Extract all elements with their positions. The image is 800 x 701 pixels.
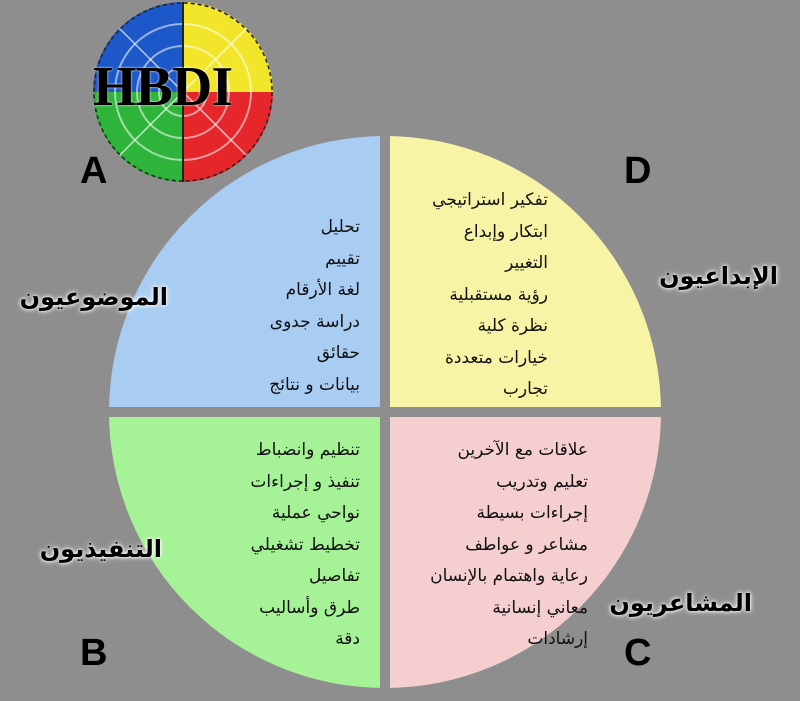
group-name-a: الموضوعيون	[19, 283, 168, 311]
quadrant-b-list: تنظيم وانضباط تنفيذ و إجراءات نواحي عملية ت…	[250, 435, 360, 656]
quadrant-b-item: دقة	[335, 629, 360, 649]
quadrant-d-item: التغيير	[505, 253, 548, 273]
group-name-d: الإبداعيون	[659, 262, 778, 290]
quadrant-d-item: ابتكار وإبداع	[463, 221, 548, 242]
quadrant-d-item: خيارات متعددة	[445, 347, 548, 368]
quadrant-letter-c: C	[624, 632, 652, 674]
hbdi-logo	[93, 2, 273, 182]
quadrant-d-list: تفكير استراتيجي ابتكار وإبداع التغيير رؤية …	[432, 185, 548, 406]
quadrant-c-item: رعاية واهتمام بالإنسان	[430, 566, 588, 586]
group-name-c: المشاعريون	[609, 589, 752, 617]
quadrant-d-item: رؤية مستقبلية	[449, 284, 548, 305]
quadrant-d-item: تفكير استراتيجي	[432, 190, 548, 210]
quadrant-c-item: إرشادات	[527, 629, 588, 649]
quadrant-a-item: بيانات و نتائج	[269, 374, 360, 395]
quadrant-b-item: نواحي عملية	[271, 503, 360, 523]
quadrant-c-list: علاقات مع الآخرين تعليم وتدريب إجراءات بسي…	[430, 435, 588, 656]
quadrant-c-item: تعليم وتدريب	[496, 471, 588, 492]
quadrant-letter-a: A	[80, 150, 108, 192]
quadrant-letter-b: B	[80, 632, 108, 674]
quadrant-a-item: حقائق	[316, 343, 360, 363]
quadrant-a-item: تقييم	[325, 248, 360, 269]
quadrant-a-list: تحليل تقييم لغة الأرقام دراسة جدوى حقائق بيان…	[269, 212, 360, 401]
quadrant-letter-d: D	[624, 150, 652, 192]
quadrant-d-item: تجارب	[502, 379, 548, 399]
quadrant-c-item: مشاعر و عواطف	[465, 534, 588, 555]
quadrant-a-item: دراسة جدوى	[269, 311, 360, 332]
quadrant-b-item: طرق وأساليب	[259, 597, 360, 618]
logo-text: HBDI	[93, 56, 233, 118]
quadrant-b-item: تفاصيل	[309, 566, 360, 586]
quadrant-b-item: تنظيم وانضباط	[255, 440, 360, 460]
quadrant-b-item: تنفيذ و إجراءات	[250, 471, 360, 492]
group-name-b: التنفيذيون	[39, 535, 162, 563]
quadrant-a-item: لغة الأرقام	[285, 280, 360, 300]
quadrant-d-item: نظرة كلية	[477, 316, 548, 336]
quadrant-a-item: تحليل	[320, 217, 360, 237]
quadrant-c-item: إجراءات بسيطة	[476, 503, 588, 523]
quadrant-b-item: تخطيط تشغيلي	[250, 534, 360, 555]
quadrant-c-item: معاني إنسانية	[492, 597, 588, 618]
quadrant-c-item: علاقات مع الآخرين	[457, 440, 588, 460]
